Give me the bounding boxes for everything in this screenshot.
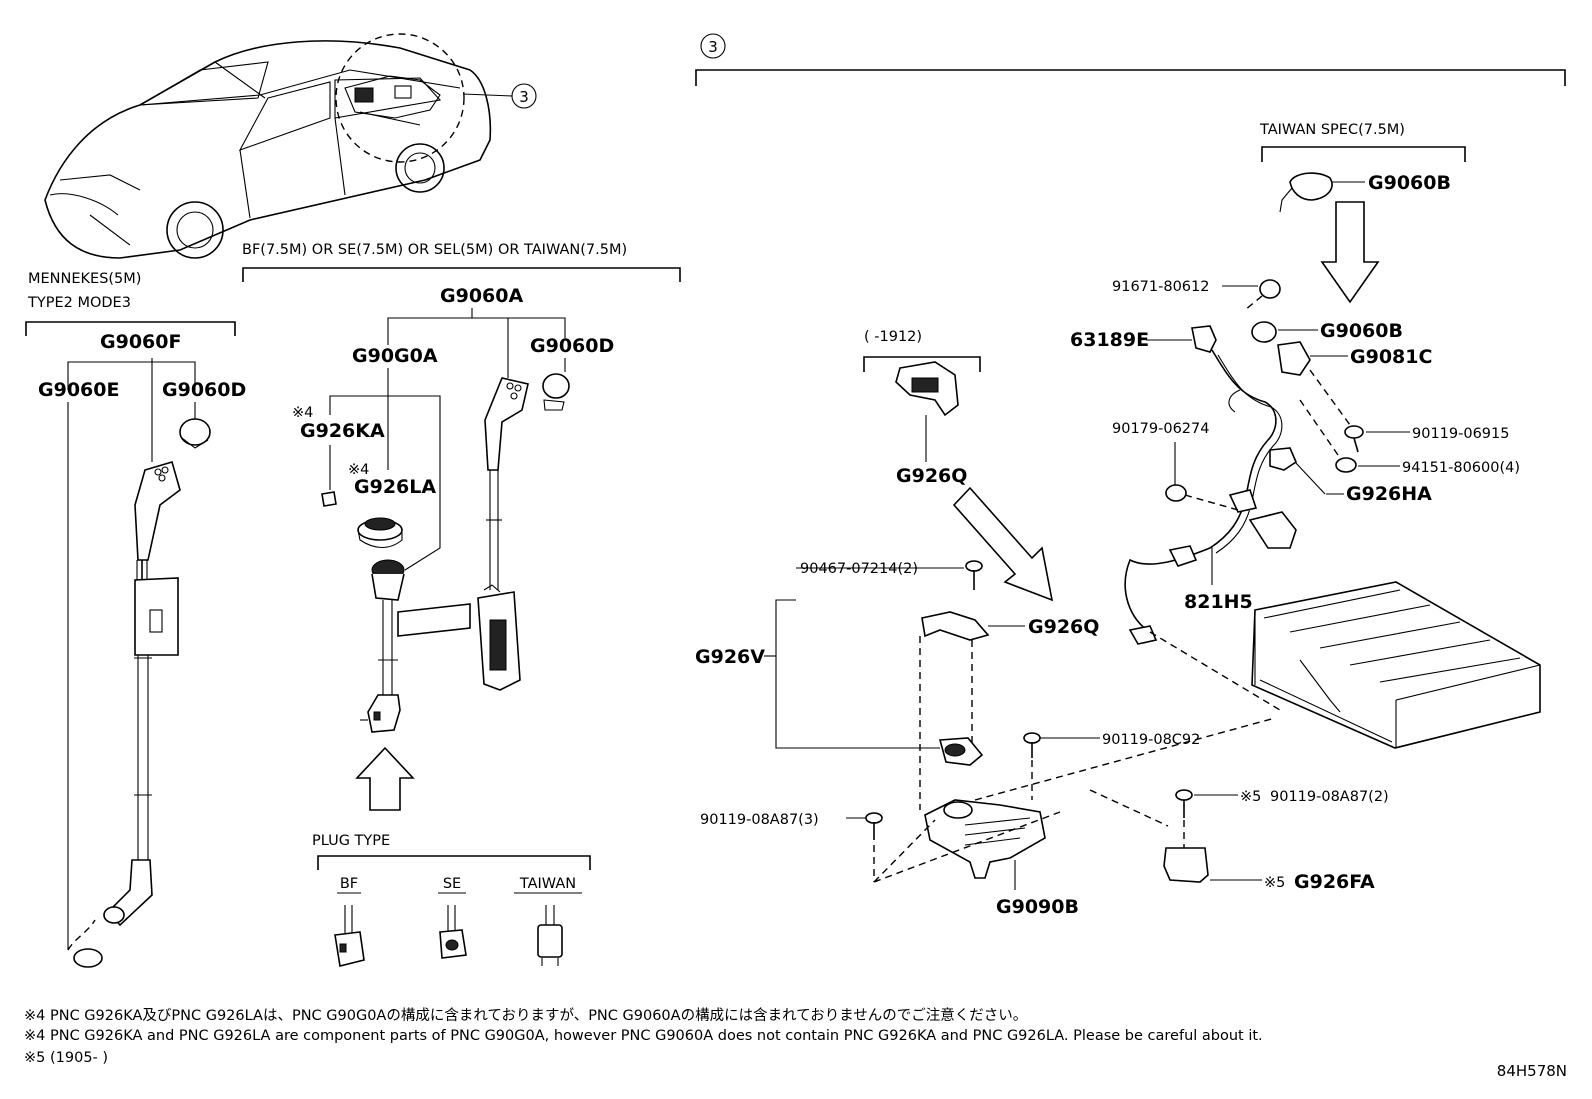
p63189e[interactable]: 63189E xyxy=(1070,329,1149,351)
taiwan-spec: TAIWAN SPEC(7.5M) xyxy=(1259,122,1405,138)
mennekes-title-1: MENNEKES(5M) xyxy=(28,271,141,287)
mennekes-group: MENNEKES(5M) TYPE2 MODE3 G9060F G9060E G… xyxy=(25,271,246,968)
part-821h5[interactable]: 821H5 xyxy=(1184,591,1253,613)
center-group: ( -1912) G926Q G926V 90467-07214(2) G926… xyxy=(695,329,1276,918)
range-label: ( -1912) xyxy=(864,329,922,345)
plug-type-title: PLUG TYPE xyxy=(312,833,390,849)
part-g926la[interactable]: G926LA xyxy=(354,476,436,498)
p91671[interactable]: 91671-80612 xyxy=(1112,279,1210,295)
diagram-id: 84H578N xyxy=(1497,1062,1567,1080)
bolt-90467[interactable]: 90467-07214(2) xyxy=(800,561,918,577)
p90119-06915[interactable]: 90119-06915 xyxy=(1412,426,1510,442)
part-g9060d-mennekes[interactable]: G9060D xyxy=(162,379,246,401)
part-g926ka[interactable]: G926KA xyxy=(300,420,385,442)
part-g9081c[interactable]: G9081C xyxy=(1350,346,1432,368)
part-g9060d-bf[interactable]: G9060D xyxy=(530,335,614,357)
part-g9060e[interactable]: G9060E xyxy=(38,379,119,401)
plug-type-bf[interactable]: BF xyxy=(340,876,358,892)
p90119-08a87-2[interactable]: 90119-08A87(2) xyxy=(1270,789,1389,805)
part-g926fa[interactable]: G926FA xyxy=(1294,871,1375,893)
note-5: ※5 (1905- ) xyxy=(24,1050,109,1066)
part-g9060f[interactable]: G9060F xyxy=(100,331,181,353)
part-g9090b[interactable]: G9090B xyxy=(996,896,1079,918)
part-g9060b[interactable]: G9060B xyxy=(1320,320,1403,342)
part-g9060b-top[interactable]: G9060B xyxy=(1368,172,1451,194)
vehicle-illustration: 3 xyxy=(44,33,537,259)
part-g926q[interactable]: G926Q xyxy=(1028,616,1099,638)
note-ka: ※4 xyxy=(292,405,313,421)
bf-group-title: BF(7.5M) OR SE(7.5M) OR SEL(5M) OR TAIWA… xyxy=(242,242,627,258)
part-g926q-top[interactable]: G926Q xyxy=(896,465,967,487)
bolt-08a87-3[interactable]: 90119-08A87(3) xyxy=(700,812,819,828)
p90179[interactable]: 90179-06274 xyxy=(1112,421,1210,437)
header-ref-circle: 3 xyxy=(708,38,718,56)
vehicle-callout: 3 xyxy=(519,88,529,106)
note-en: ※4 PNC G926KA and PNC G926LA are compone… xyxy=(24,1028,1263,1044)
part-g926v[interactable]: G926V xyxy=(695,646,765,668)
part-g9060a[interactable]: G9060A xyxy=(440,285,523,307)
plug-type-taiwan[interactable]: TAIWAN xyxy=(519,876,576,892)
header-bracket: 3 xyxy=(695,33,1566,86)
note-jp: ※4 PNC G926KA及びPNC G926LAは、PNC G90G0Aの構成… xyxy=(24,1008,1028,1024)
part-g926ha[interactable]: G926HA xyxy=(1346,483,1432,505)
right-group: TAIWAN SPEC(7.5M) G9060B 91671-80612 631… xyxy=(1070,122,1541,893)
p94151[interactable]: 94151-80600(4) xyxy=(1402,460,1520,476)
bolt-08c92[interactable]: 90119-08C92 xyxy=(1102,732,1200,748)
plug-type-se[interactable]: SE xyxy=(443,876,461,892)
mennekes-title-2: TYPE2 MODE3 xyxy=(27,295,131,311)
part-g90g0a[interactable]: G90G0A xyxy=(352,345,438,367)
note5b: ※5 xyxy=(1264,875,1285,891)
note5a: ※5 xyxy=(1240,789,1261,805)
bf-group: BF(7.5M) OR SE(7.5M) OR SEL(5M) OR TAIWA… xyxy=(242,242,681,967)
note-la: ※4 xyxy=(348,462,369,478)
